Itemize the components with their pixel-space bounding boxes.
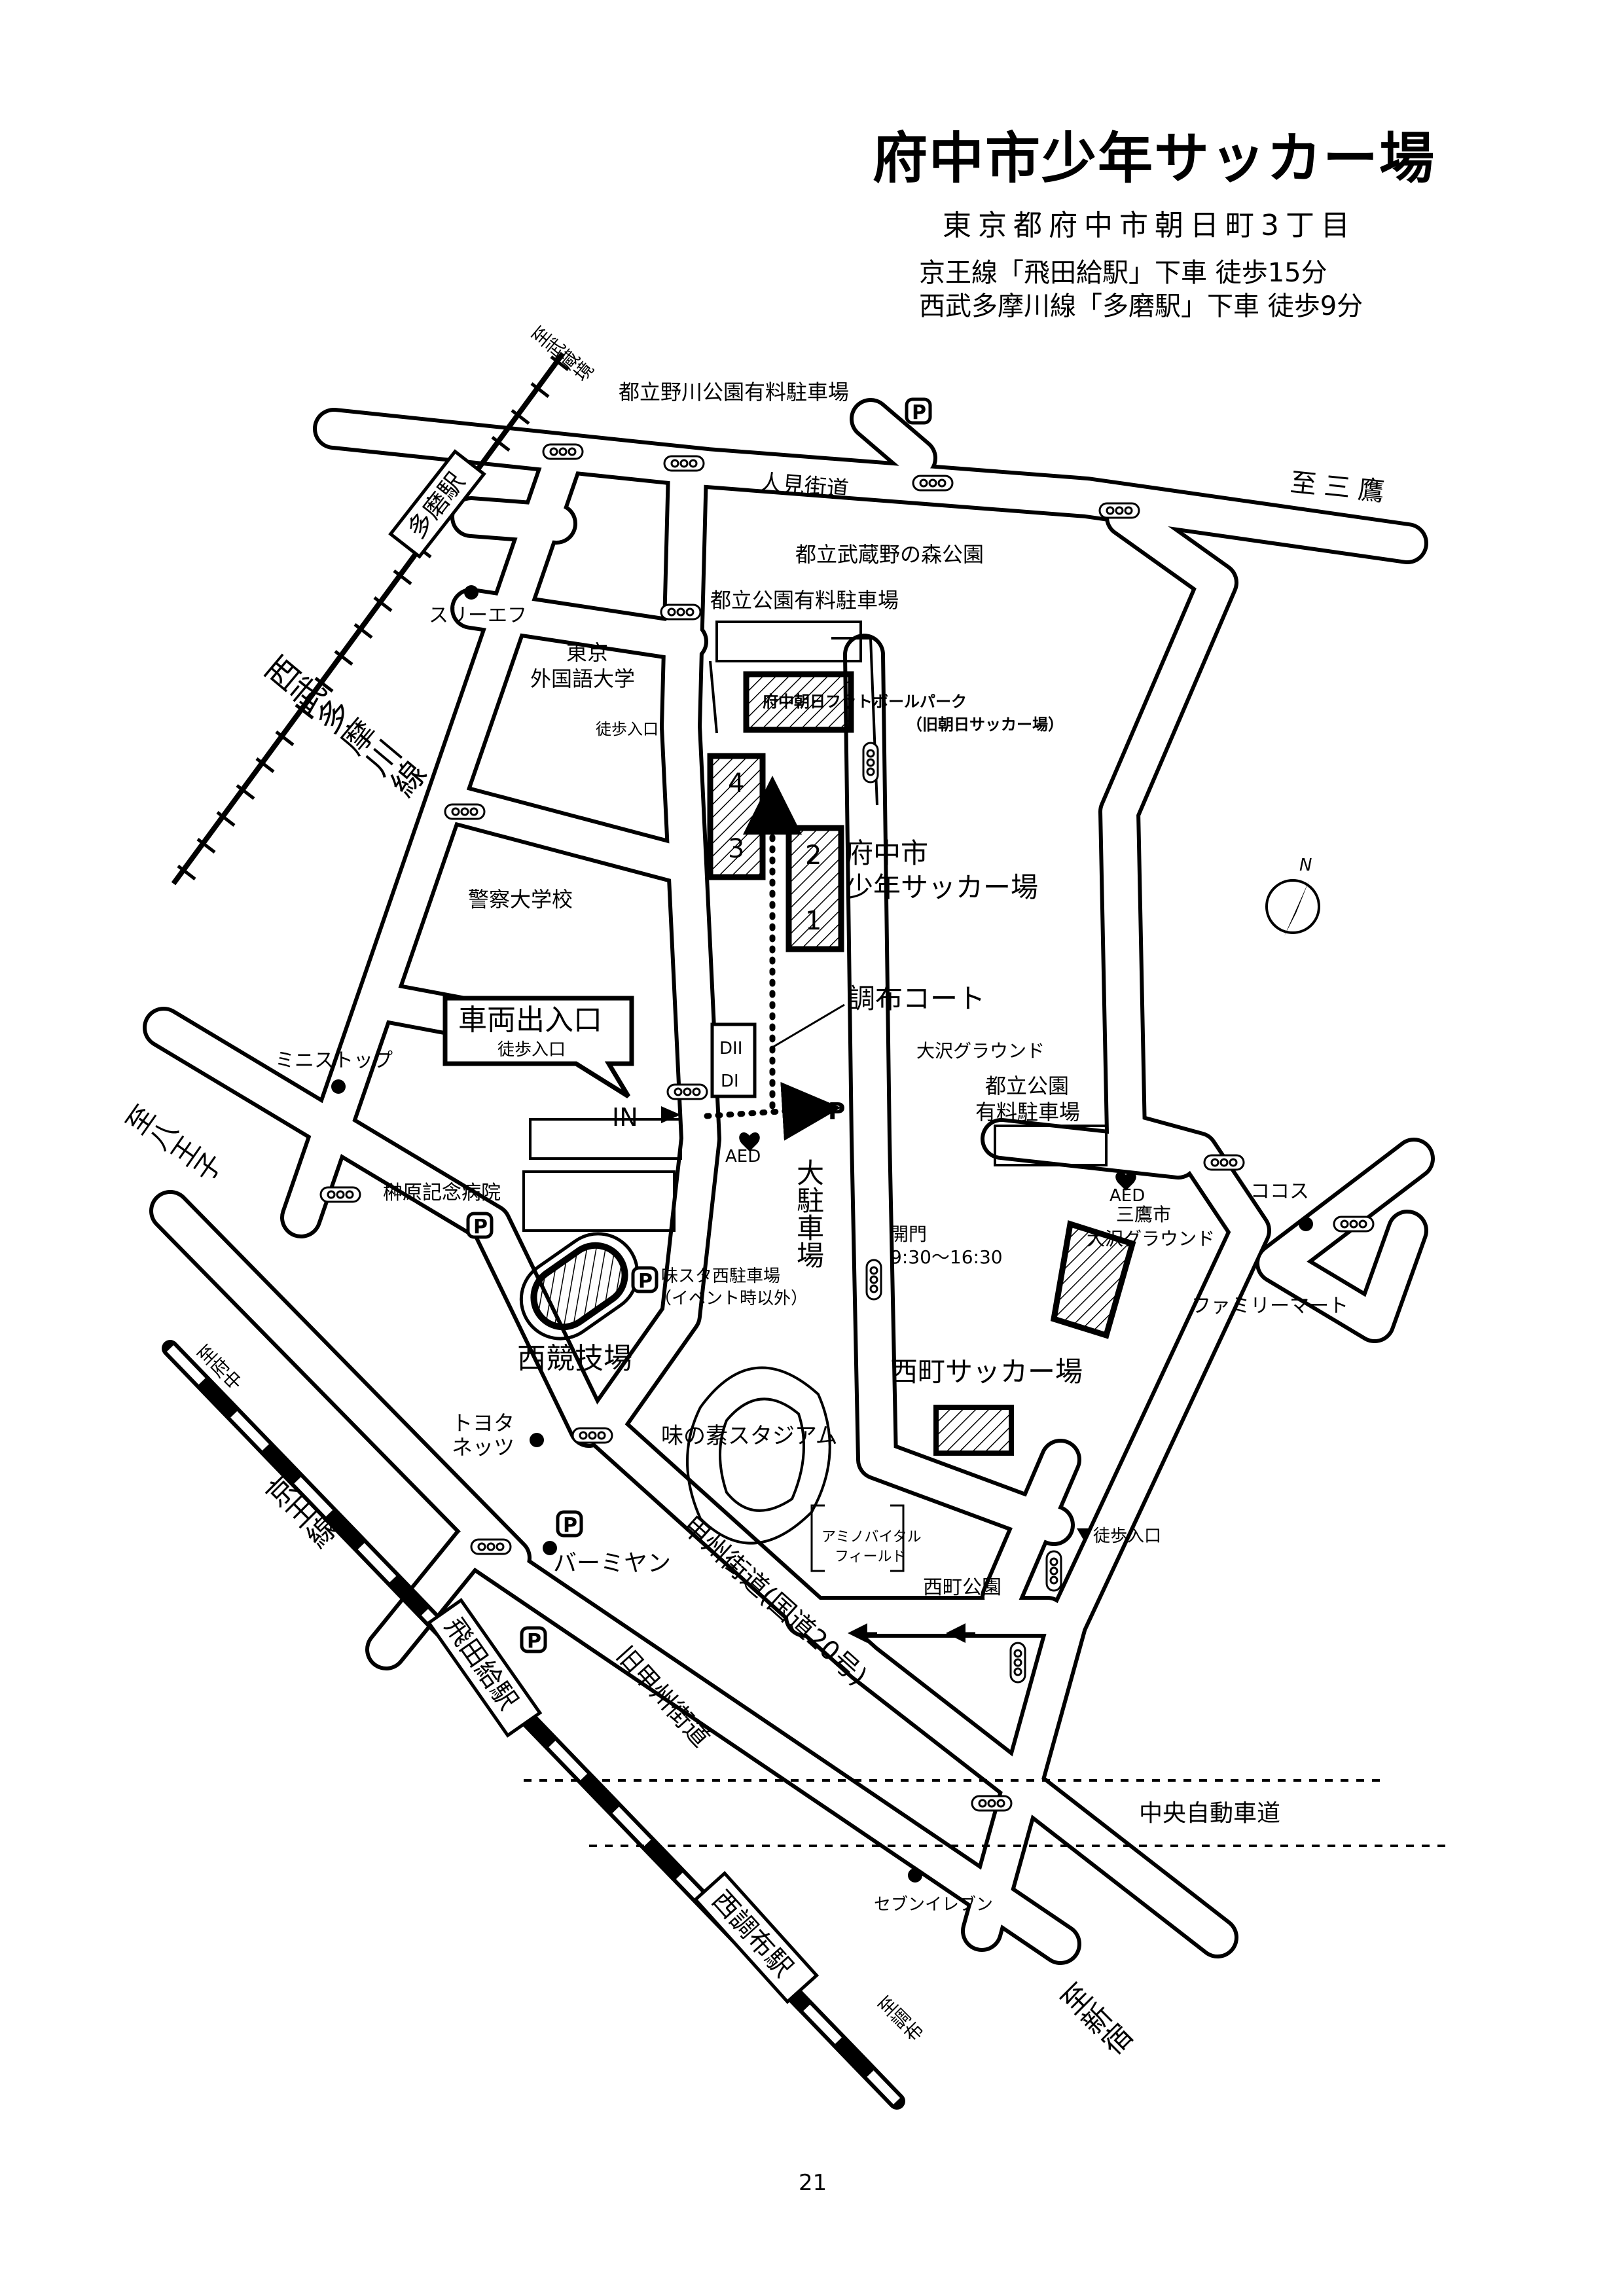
label-venue-1: 府中市: [846, 837, 928, 869]
north-label: N: [1299, 856, 1312, 875]
court-d2-label: DII: [719, 1039, 742, 1058]
label-cocos: ココス: [1250, 1180, 1309, 1203]
label-football-park: 府中朝日フットボールパーク: [763, 693, 967, 711]
label-aed: AED: [725, 1147, 761, 1166]
label-ajista-parking-1: 味スタ西駐車場: [661, 1267, 780, 1286]
aed-markers: [739, 1132, 1136, 1191]
label-big-parking: 大駐車場: [793, 1159, 825, 1269]
label-ajista-parking-2: （イベント時以外）: [655, 1289, 808, 1308]
label-familymart: ファミリーマート: [1191, 1295, 1348, 1318]
parking-icon-noukawa: P: [912, 401, 926, 424]
parking-icon-ajista: P: [638, 1270, 653, 1293]
soccer-fields: [707, 671, 1136, 1456]
label-tufs-1: 東京: [566, 640, 608, 665]
vehicle-entrance-callout: 車両出入口 徒歩入口: [442, 996, 634, 1098]
parking-letter-big-lot: P: [828, 1098, 845, 1125]
address: 東京都府中市朝日町3丁目: [943, 209, 1356, 242]
vehicle-entrance-label: 車両出入口: [458, 1003, 602, 1037]
parking-icon-bamiyan: P: [563, 1514, 577, 1537]
label-seven-eleven: セブンイレブン: [874, 1895, 993, 1915]
label-chuo-expressway: 中央自動車道: [1139, 1800, 1280, 1827]
label-musashinomori-park: 都立武蔵野の森公園: [795, 542, 984, 567]
field-1-label: 1: [805, 906, 821, 936]
landmark-dots: [331, 585, 1313, 1883]
label-walk-entrance-1: 徒歩入口: [596, 720, 659, 738]
access-seibu: 西武多摩川線「多磨駅」下車 徒歩9分: [919, 291, 1363, 321]
label-hospital: 榊原記念病院: [383, 1181, 501, 1204]
label-dir-shinjuku: 至新宿: [1052, 1978, 1136, 2063]
label-nishimachi-park: 西町公園: [923, 1576, 1001, 1599]
in-marker: IN: [612, 1103, 681, 1132]
north-compass: N: [1265, 856, 1320, 936]
label-mitaka-2: 大沢グラウンド: [1087, 1228, 1215, 1250]
traffic-lights: [319, 443, 1375, 1812]
vehicle-entrance-walk-label: 徒歩入口: [497, 1040, 566, 1060]
label-aed-2: AED: [1110, 1186, 1145, 1206]
field-4-label: 4: [728, 768, 744, 799]
label-velodrome: 西競技場: [517, 1342, 632, 1375]
road-fills: [147, 402, 1431, 1961]
label-gate-1: 開門: [890, 1223, 927, 1245]
label-dir-hachioji: 至八王子: [118, 1100, 227, 1189]
in-label: IN: [612, 1103, 638, 1132]
parking-icons: P P P P P P: [466, 397, 932, 1653]
walk-entrance-marker: [1077, 1528, 1090, 1540]
court-d1-label: DI: [721, 1072, 739, 1091]
label-dir-mitaka: 至三鷹: [1289, 467, 1394, 508]
label-tufs-2: 外国語大学: [530, 666, 635, 691]
parking-icon-station: P: [527, 1630, 541, 1653]
label-toyota-1: トヨタ: [452, 1411, 514, 1435]
label-seibu-line: 西武多摩川線: [256, 650, 431, 805]
label-ajinomoto-stadium: 味の素スタジアム: [661, 1423, 838, 1449]
label-ministop: ミニストップ: [275, 1049, 393, 1072]
station-nishichofu-label: 西調布駅: [706, 1885, 798, 1983]
label-nishimachi-soccer: 西町サッカー場: [890, 1356, 1083, 1388]
seibu-railway: [171, 351, 569, 886]
label-dir-musashisakai: 至武蔵境: [526, 322, 596, 386]
field-2-label: 2: [805, 840, 821, 871]
page-number: 21: [799, 2170, 827, 2196]
label-noukawa-parking: 都立野川公園有料駐車場: [619, 380, 849, 405]
field-numbers: 4 3 2 1: [728, 768, 821, 936]
page-title: 府中市少年サッカー場: [873, 126, 1436, 190]
walk-route: [704, 776, 841, 1141]
label-amino-1: アミノバイタル: [821, 1529, 922, 1545]
label-gate-2: 9:30～16:30: [890, 1246, 1003, 1268]
label-venue-2: 少年サッカー場: [846, 871, 1038, 903]
label-dir-chofu: 至調布: [873, 1992, 927, 2046]
field-3-label: 3: [728, 834, 744, 864]
label-police-academy: 警察大学校: [468, 887, 573, 912]
label-walk-entrance-3: 徒歩入口: [1093, 1526, 1161, 1546]
label-chofu-court: 調布コート: [848, 982, 985, 1015]
label-metro-parking-1: 都立公園: [985, 1073, 1069, 1098]
label-mitaka-1: 三鷹市: [1116, 1204, 1171, 1225]
label-osawa-ground: 大沢グラウンド: [916, 1040, 1045, 1062]
parking-icon-hospital: P: [473, 1216, 488, 1238]
label-toyota-2: ネッツ: [452, 1435, 514, 1460]
expressway-lines: [524, 1779, 1447, 1847]
rail-ties: [177, 355, 569, 880]
label-park-parking: 都立公園有料駐車場: [710, 588, 899, 613]
velodrome: [519, 1232, 640, 1341]
label-bamiyan: バーミヤン: [553, 1550, 671, 1577]
label-three-f: スリーエフ: [429, 604, 527, 627]
chofu-court: DII DI: [710, 1003, 845, 1098]
amino-field-bracket: [810, 1504, 905, 1572]
access-keio: 京王線「飛田給駅」下車 徒歩15分: [919, 258, 1327, 288]
label-metro-parking-2: 有料駐車場: [975, 1100, 1080, 1125]
label-football-park-old: （旧朝日サッカー場）: [907, 715, 1064, 734]
label-amino-2: フィールド: [835, 1549, 907, 1565]
block-outlines: [522, 621, 1108, 1232]
